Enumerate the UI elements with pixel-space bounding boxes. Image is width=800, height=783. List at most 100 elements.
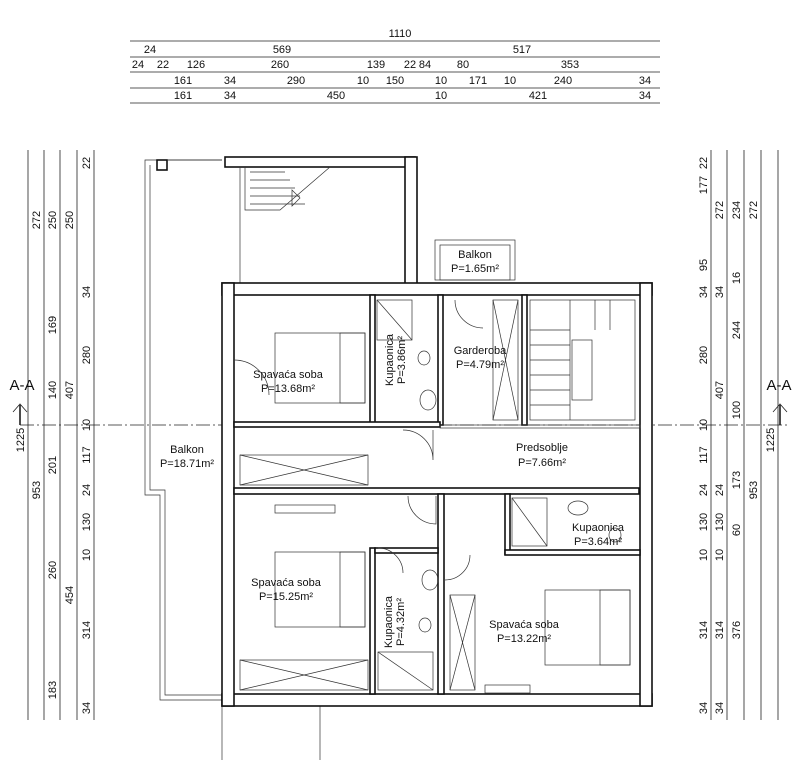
dimension-label: 161	[174, 75, 192, 87]
dimension-label: 34	[714, 702, 726, 714]
dimension-label: 517	[513, 44, 531, 56]
small-balcony	[434, 239, 516, 281]
dimension-label: 280	[81, 346, 93, 364]
dimension-label: 272	[748, 201, 760, 219]
room-label-text: P=1.65m²	[451, 263, 499, 275]
dimension-label: 1225	[765, 428, 777, 452]
dimension-label: 376	[731, 621, 743, 639]
dimension-label: 24	[144, 44, 156, 56]
dimension-label: 171	[469, 75, 487, 87]
dimension-label: 272	[714, 201, 726, 219]
room-label-text: P=15.25m²	[259, 591, 313, 603]
dimension-label: 953	[748, 481, 760, 499]
dimension-label: 22	[157, 59, 169, 71]
room-label-text: Kupaonica	[572, 522, 625, 534]
dimension-label: 250	[47, 211, 59, 229]
dimension-label: 260	[271, 59, 289, 71]
dimension-label: 117	[81, 446, 93, 464]
dimension-label: 272	[31, 211, 43, 229]
dimension-label: 10	[81, 549, 93, 561]
dimension-label: 314	[81, 621, 93, 639]
dimension-label: 130	[698, 513, 710, 531]
dimension-label: 80	[457, 59, 469, 71]
dimension-label: 450	[327, 90, 345, 102]
dimension-label: 290	[287, 75, 305, 87]
dimension-label: 22	[404, 59, 416, 71]
dimension-label: 421	[529, 90, 547, 102]
dimension-label: 100	[731, 401, 743, 419]
dimension-label: 10	[714, 549, 726, 561]
dimension-label: 569	[273, 44, 291, 56]
dimension-label: 353	[561, 59, 579, 71]
dimension-label: 84	[419, 59, 431, 71]
dimension-label: 10	[504, 75, 516, 87]
dimension-label: 34	[639, 90, 651, 102]
dimension-label: 95	[698, 259, 710, 271]
dimension-label: 314	[698, 621, 710, 639]
dimension-label: 10	[435, 75, 447, 87]
room-label-text: Kupaonica	[383, 595, 395, 648]
dimension-label: 953	[31, 481, 43, 499]
dimension-label: 24	[81, 484, 93, 496]
room-label-text: P=4.32m²	[395, 598, 407, 646]
dimension-label: 161	[174, 90, 192, 102]
dimension-label: 260	[47, 561, 59, 579]
dimension-label: 34	[81, 702, 93, 714]
dimension-label: 24	[132, 59, 144, 71]
dimension-label: 183	[47, 681, 59, 699]
room-label-text: Spavaća soba	[253, 369, 324, 381]
room-label-text: Predsoblje	[516, 442, 568, 454]
dimension-label: 34	[81, 286, 93, 298]
room-label-text: P=13.68m²	[261, 383, 315, 395]
stair-terrace	[224, 156, 418, 286]
dimension-label: 34	[224, 75, 236, 87]
dimension-label: 169	[47, 316, 59, 334]
dimension-label: 10	[435, 90, 447, 102]
dimension-label: 34	[224, 90, 236, 102]
room-label-text: Garderoba	[454, 345, 507, 357]
walls	[221, 282, 653, 707]
dimension-label: 130	[81, 513, 93, 531]
dimension-label: 34	[714, 286, 726, 298]
dimension-label: 150	[386, 75, 404, 87]
dimension-label: 1110	[389, 28, 412, 40]
dimension-label: 240	[554, 75, 572, 87]
dimension-label: 314	[714, 621, 726, 639]
dimension-label: 60	[731, 524, 743, 536]
dimension-label: 24	[698, 484, 710, 496]
dimension-label: 117	[698, 446, 710, 464]
dimension-label: 130	[714, 513, 726, 531]
room-label-text: P=4.79m²	[456, 359, 504, 371]
dimension-label: 34	[698, 702, 710, 714]
room-label-text: P=18.71m²	[160, 458, 214, 470]
room-label-text: Kupaonica	[384, 333, 396, 386]
room-label-text: P=7.66m²	[518, 457, 566, 469]
room-label-text: Spavaća soba	[489, 619, 560, 631]
room-label-text: Balkon	[458, 249, 492, 261]
section-marker-right: A-A	[766, 377, 791, 394]
dimension-label: 407	[714, 381, 726, 399]
room-label-text: P=3.86m²	[396, 336, 408, 384]
dimension-label: 177	[698, 176, 710, 194]
dimension-label: 234	[731, 201, 743, 219]
dimension-label: 173	[731, 471, 743, 489]
dimension-label: 139	[367, 59, 385, 71]
room-label-text: Balkon	[170, 444, 204, 456]
room-label-text: P=13.22m²	[497, 633, 551, 645]
dimension-label: 140	[47, 381, 59, 399]
room-label-text: P=3.64m²	[574, 536, 622, 548]
dimension-lines	[27, 40, 779, 720]
dimension-label: 22	[81, 157, 93, 169]
